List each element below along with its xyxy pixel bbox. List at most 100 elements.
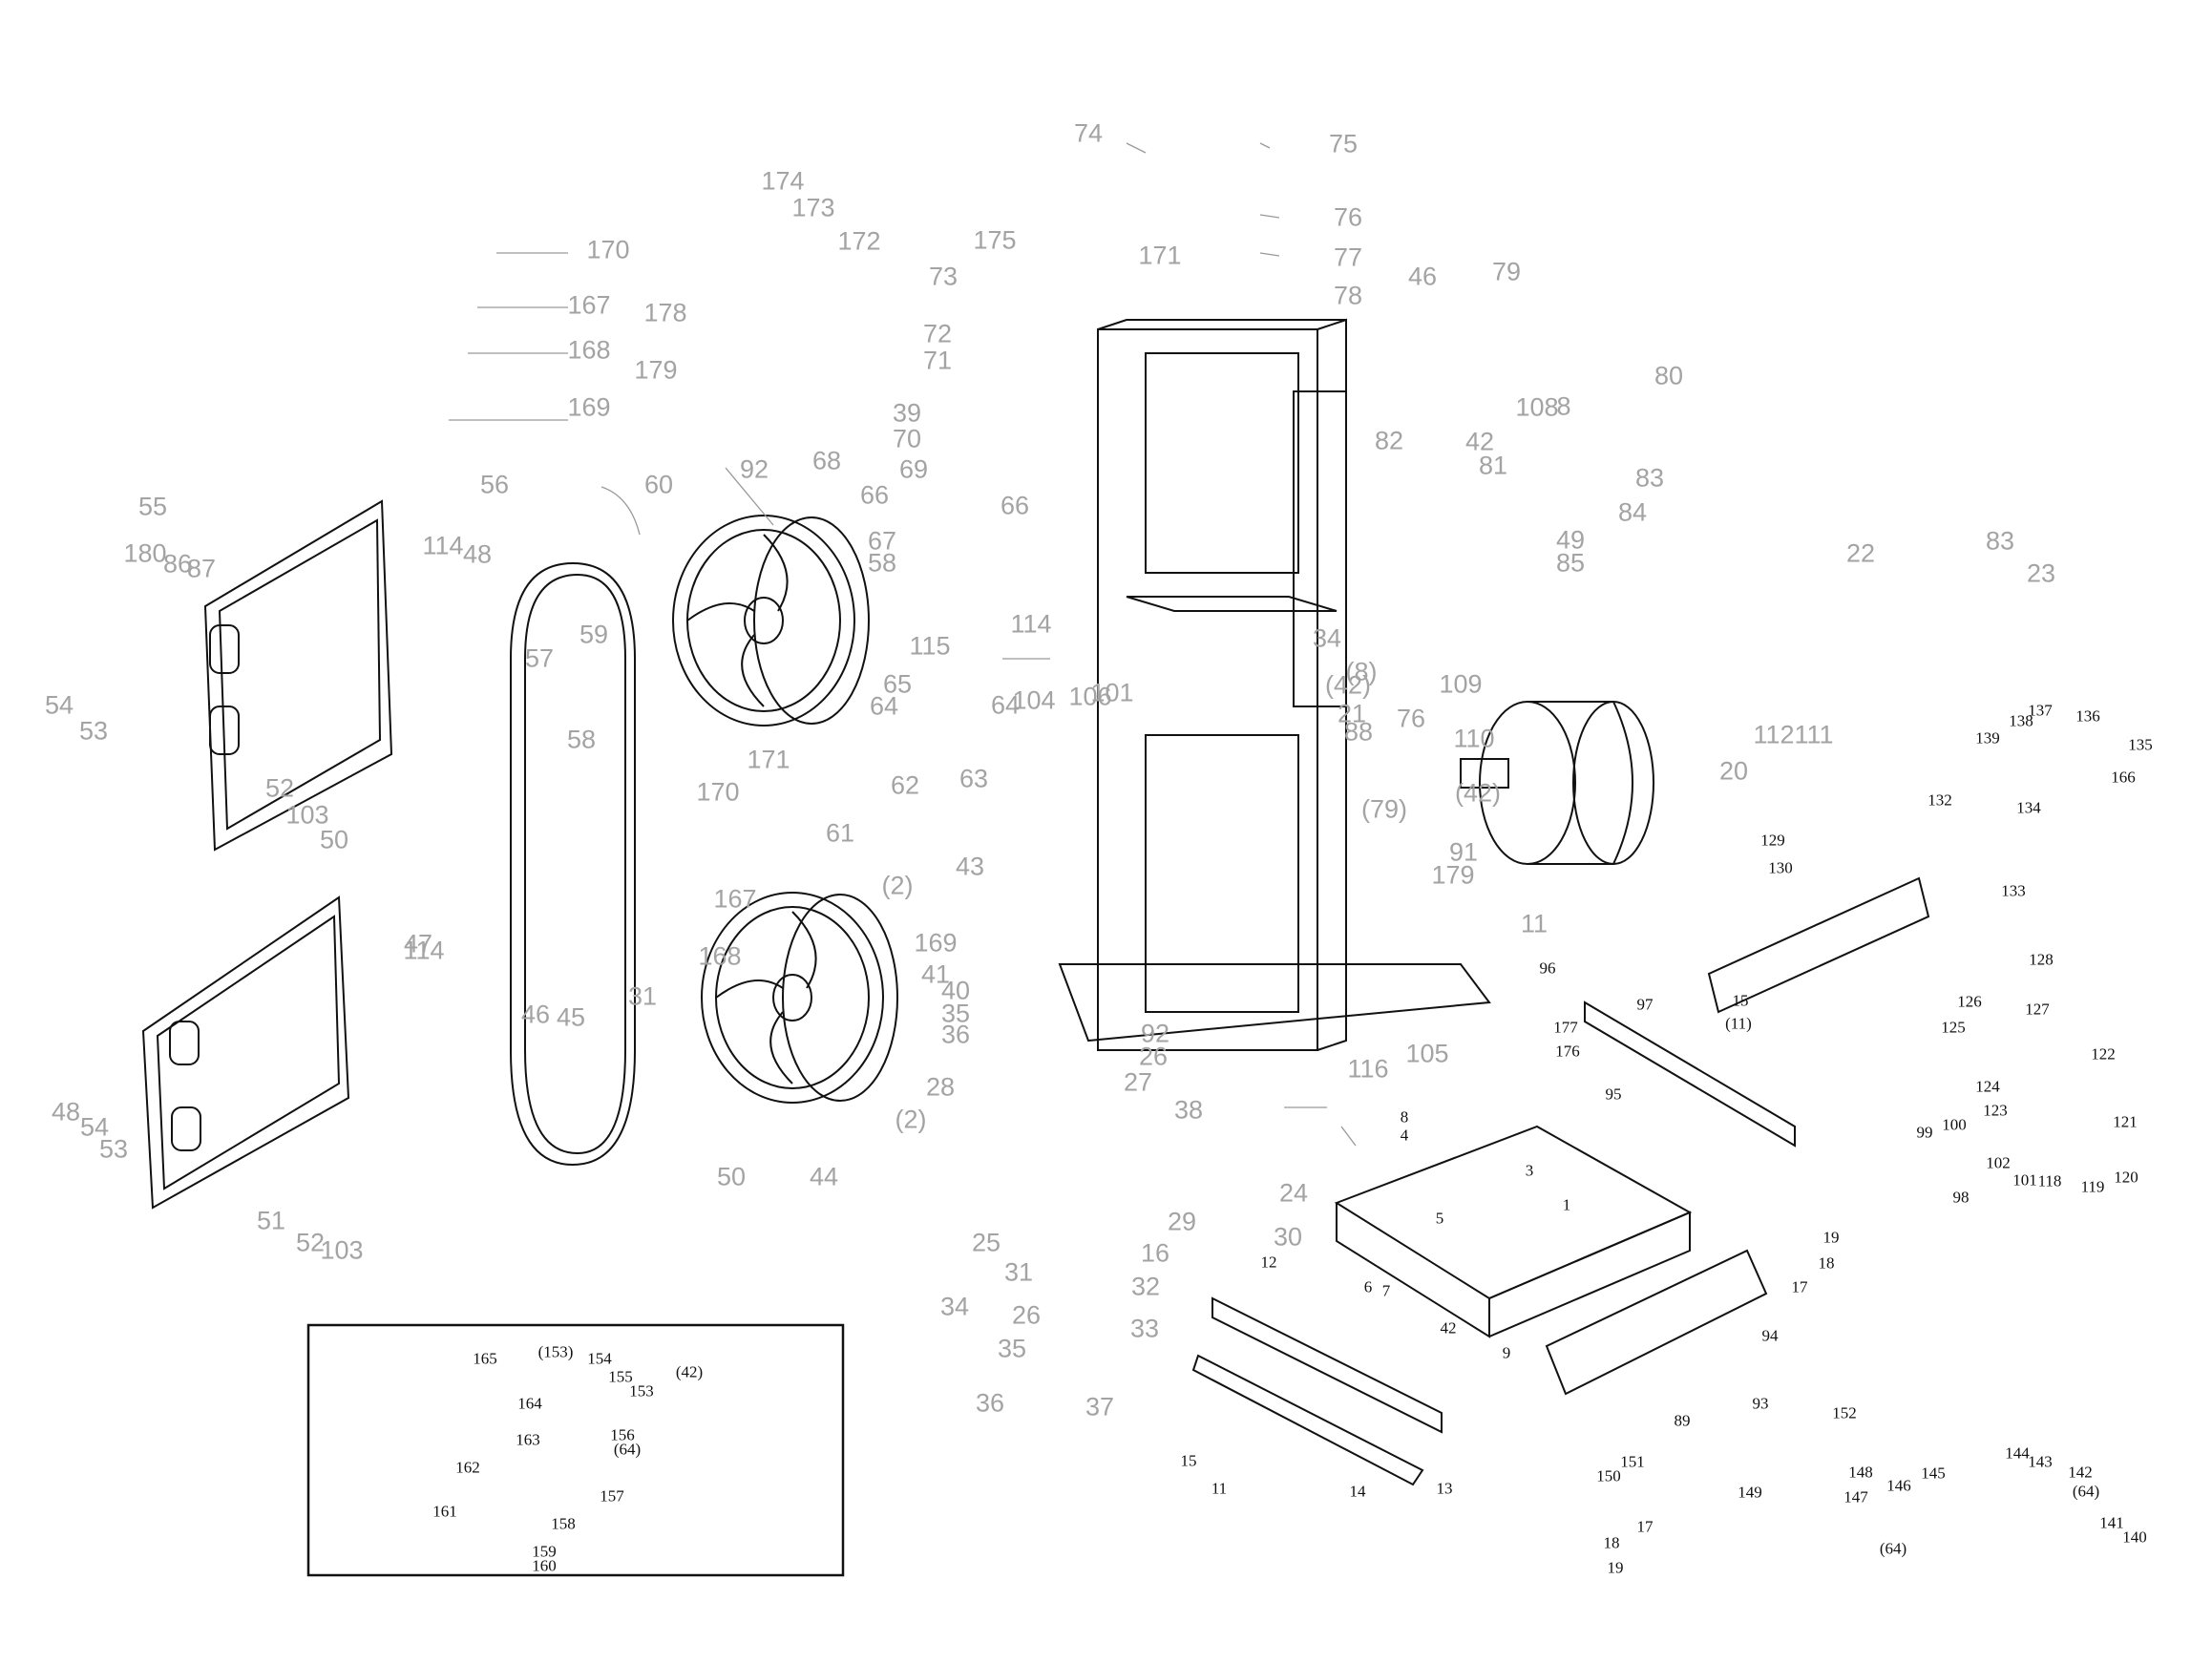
callout-small-80: 156 bbox=[610, 1425, 635, 1444]
callout-large-106: 32 bbox=[1130, 1272, 1161, 1301]
callout-large-87: 54 bbox=[79, 1112, 110, 1142]
callout-small-74: 154 bbox=[587, 1349, 612, 1368]
callout-large-59: 115 bbox=[909, 631, 951, 661]
callout-small-56: 128 bbox=[2029, 950, 2054, 969]
callout-large-89: 51 bbox=[256, 1206, 286, 1235]
callout-small-25: 93 bbox=[1752, 1394, 1769, 1413]
callout-large-97: 28 bbox=[925, 1072, 956, 1102]
callout-large-57: 70 bbox=[892, 424, 922, 453]
leader-lines bbox=[449, 142, 1357, 1147]
callout-small-7: 8 bbox=[1400, 1107, 1409, 1127]
callout-large-61: 64 bbox=[990, 690, 1021, 720]
callout-large-73: 170 bbox=[696, 777, 740, 807]
callout-small-63: 121 bbox=[2113, 1112, 2138, 1131]
callout-large-86: 48 bbox=[51, 1097, 81, 1127]
callout-large-95: 26 bbox=[1138, 1042, 1169, 1071]
callout-large-77: 41 bbox=[920, 959, 951, 989]
callout-small-15: 12 bbox=[1260, 1253, 1277, 1272]
callout-large-45: 56 bbox=[479, 470, 510, 499]
callout-large-10: 73 bbox=[928, 262, 959, 291]
callout-large-103: 24 bbox=[1278, 1178, 1309, 1208]
callout-large-111: 35 bbox=[997, 1334, 1027, 1363]
callout-large-121: 110 bbox=[1453, 724, 1495, 753]
callout-large-26: 82 bbox=[1374, 426, 1404, 455]
callout-large-124: 20 bbox=[1718, 756, 1749, 786]
callout-small-32: 18 bbox=[1603, 1533, 1620, 1552]
callout-large-50: 92 bbox=[739, 454, 769, 484]
callout-large-52: 69 bbox=[898, 454, 929, 484]
callout-large-122: 111 bbox=[1794, 720, 1834, 749]
callout-small-65: 100 bbox=[1942, 1115, 1967, 1134]
callout-small-16: 9 bbox=[1502, 1343, 1511, 1362]
callout-small-17: 13 bbox=[1436, 1479, 1453, 1498]
callout-small-60: 124 bbox=[1975, 1077, 2000, 1096]
callout-large-25: 42 bbox=[1464, 427, 1495, 456]
callout-large-24: 81 bbox=[1478, 451, 1508, 480]
callout-small-29: 150 bbox=[1596, 1466, 1621, 1485]
callout-large-31: 22 bbox=[1845, 538, 1876, 568]
callout-small-19: 11 bbox=[1211, 1479, 1228, 1498]
callout-large-90: 52 bbox=[295, 1228, 326, 1257]
callout-small-3: (11) bbox=[1725, 1014, 1752, 1033]
callout-small-11: 1 bbox=[1562, 1195, 1571, 1214]
callout-large-13: 171 bbox=[1138, 241, 1182, 270]
callout-large-112: 36 bbox=[975, 1388, 1005, 1418]
callout-large-130: 105 bbox=[1405, 1039, 1449, 1068]
callout-large-72: (2) bbox=[881, 871, 914, 900]
callout-large-68: 62 bbox=[890, 770, 920, 800]
callout-large-110: 34 bbox=[939, 1292, 970, 1321]
callout-large-11: 72 bbox=[922, 319, 953, 348]
rip-fence bbox=[1707, 876, 1930, 1014]
table bbox=[1334, 1125, 1693, 1338]
callout-small-8: 4 bbox=[1400, 1126, 1409, 1145]
callout-small-67: 101 bbox=[2012, 1170, 2037, 1190]
callout-small-1: 97 bbox=[1636, 995, 1654, 1014]
callout-large-6: 172 bbox=[837, 226, 881, 256]
callout-large-9: 175 bbox=[973, 225, 1017, 255]
callout-small-70: 119 bbox=[2080, 1177, 2105, 1196]
callout-large-38: 114 bbox=[422, 531, 464, 560]
callout-large-12: 71 bbox=[922, 346, 953, 375]
callout-large-27: 83 bbox=[1634, 463, 1665, 493]
callout-large-102: 30 bbox=[1273, 1222, 1303, 1252]
callout-large-119: 76 bbox=[1396, 704, 1426, 733]
callout-large-18: 78 bbox=[1333, 281, 1363, 310]
callout-large-125: (42) bbox=[1454, 778, 1502, 808]
callout-large-30: 85 bbox=[1555, 548, 1586, 578]
callout-large-98: (2) bbox=[895, 1105, 927, 1134]
callout-small-57: 126 bbox=[1957, 992, 1982, 1011]
callout-large-127: 91 bbox=[1448, 837, 1479, 867]
callout-large-74: 167 bbox=[713, 884, 757, 914]
callout-large-75: 168 bbox=[698, 941, 742, 971]
callout-large-60: 114 bbox=[1010, 609, 1052, 639]
callout-small-36: 146 bbox=[1886, 1476, 1911, 1495]
callout-small-9: 5 bbox=[1435, 1209, 1444, 1228]
callout-small-44: 140 bbox=[2122, 1527, 2147, 1547]
callout-large-129: 11 bbox=[1520, 909, 1548, 938]
callout-large-29: 49 bbox=[1555, 525, 1586, 555]
callout-small-21: 19 bbox=[1822, 1228, 1840, 1247]
callout-small-18: 15 bbox=[1180, 1451, 1197, 1470]
callout-small-72: 165 bbox=[473, 1349, 497, 1368]
callout-small-66: 102 bbox=[1986, 1153, 2011, 1172]
callout-large-54: 67 bbox=[867, 526, 897, 556]
callout-large-15: 75 bbox=[1328, 129, 1359, 158]
callout-small-68: 98 bbox=[1952, 1188, 1970, 1207]
callout-large-107: 31 bbox=[1003, 1257, 1034, 1287]
callout-small-5: 176 bbox=[1555, 1042, 1580, 1061]
callout-large-21: 80 bbox=[1654, 361, 1684, 390]
callout-large-34: 55 bbox=[137, 492, 168, 521]
callout-small-0: 96 bbox=[1539, 958, 1556, 978]
callout-small-75: 155 bbox=[608, 1367, 633, 1386]
callout-small-79: 163 bbox=[516, 1430, 540, 1449]
callout-large-20: 79 bbox=[1491, 257, 1522, 286]
callout-small-55: 133 bbox=[2001, 881, 2026, 900]
motor bbox=[1460, 701, 1654, 865]
callout-large-70: 61 bbox=[825, 818, 855, 848]
lower-wheel bbox=[701, 892, 898, 1104]
callout-large-62: 104 bbox=[1012, 685, 1056, 715]
callout-large-40: 54 bbox=[44, 690, 74, 720]
callout-large-105: 16 bbox=[1140, 1238, 1170, 1268]
callout-small-10: 3 bbox=[1525, 1161, 1534, 1180]
callout-small-39: 144 bbox=[2005, 1443, 2030, 1463]
